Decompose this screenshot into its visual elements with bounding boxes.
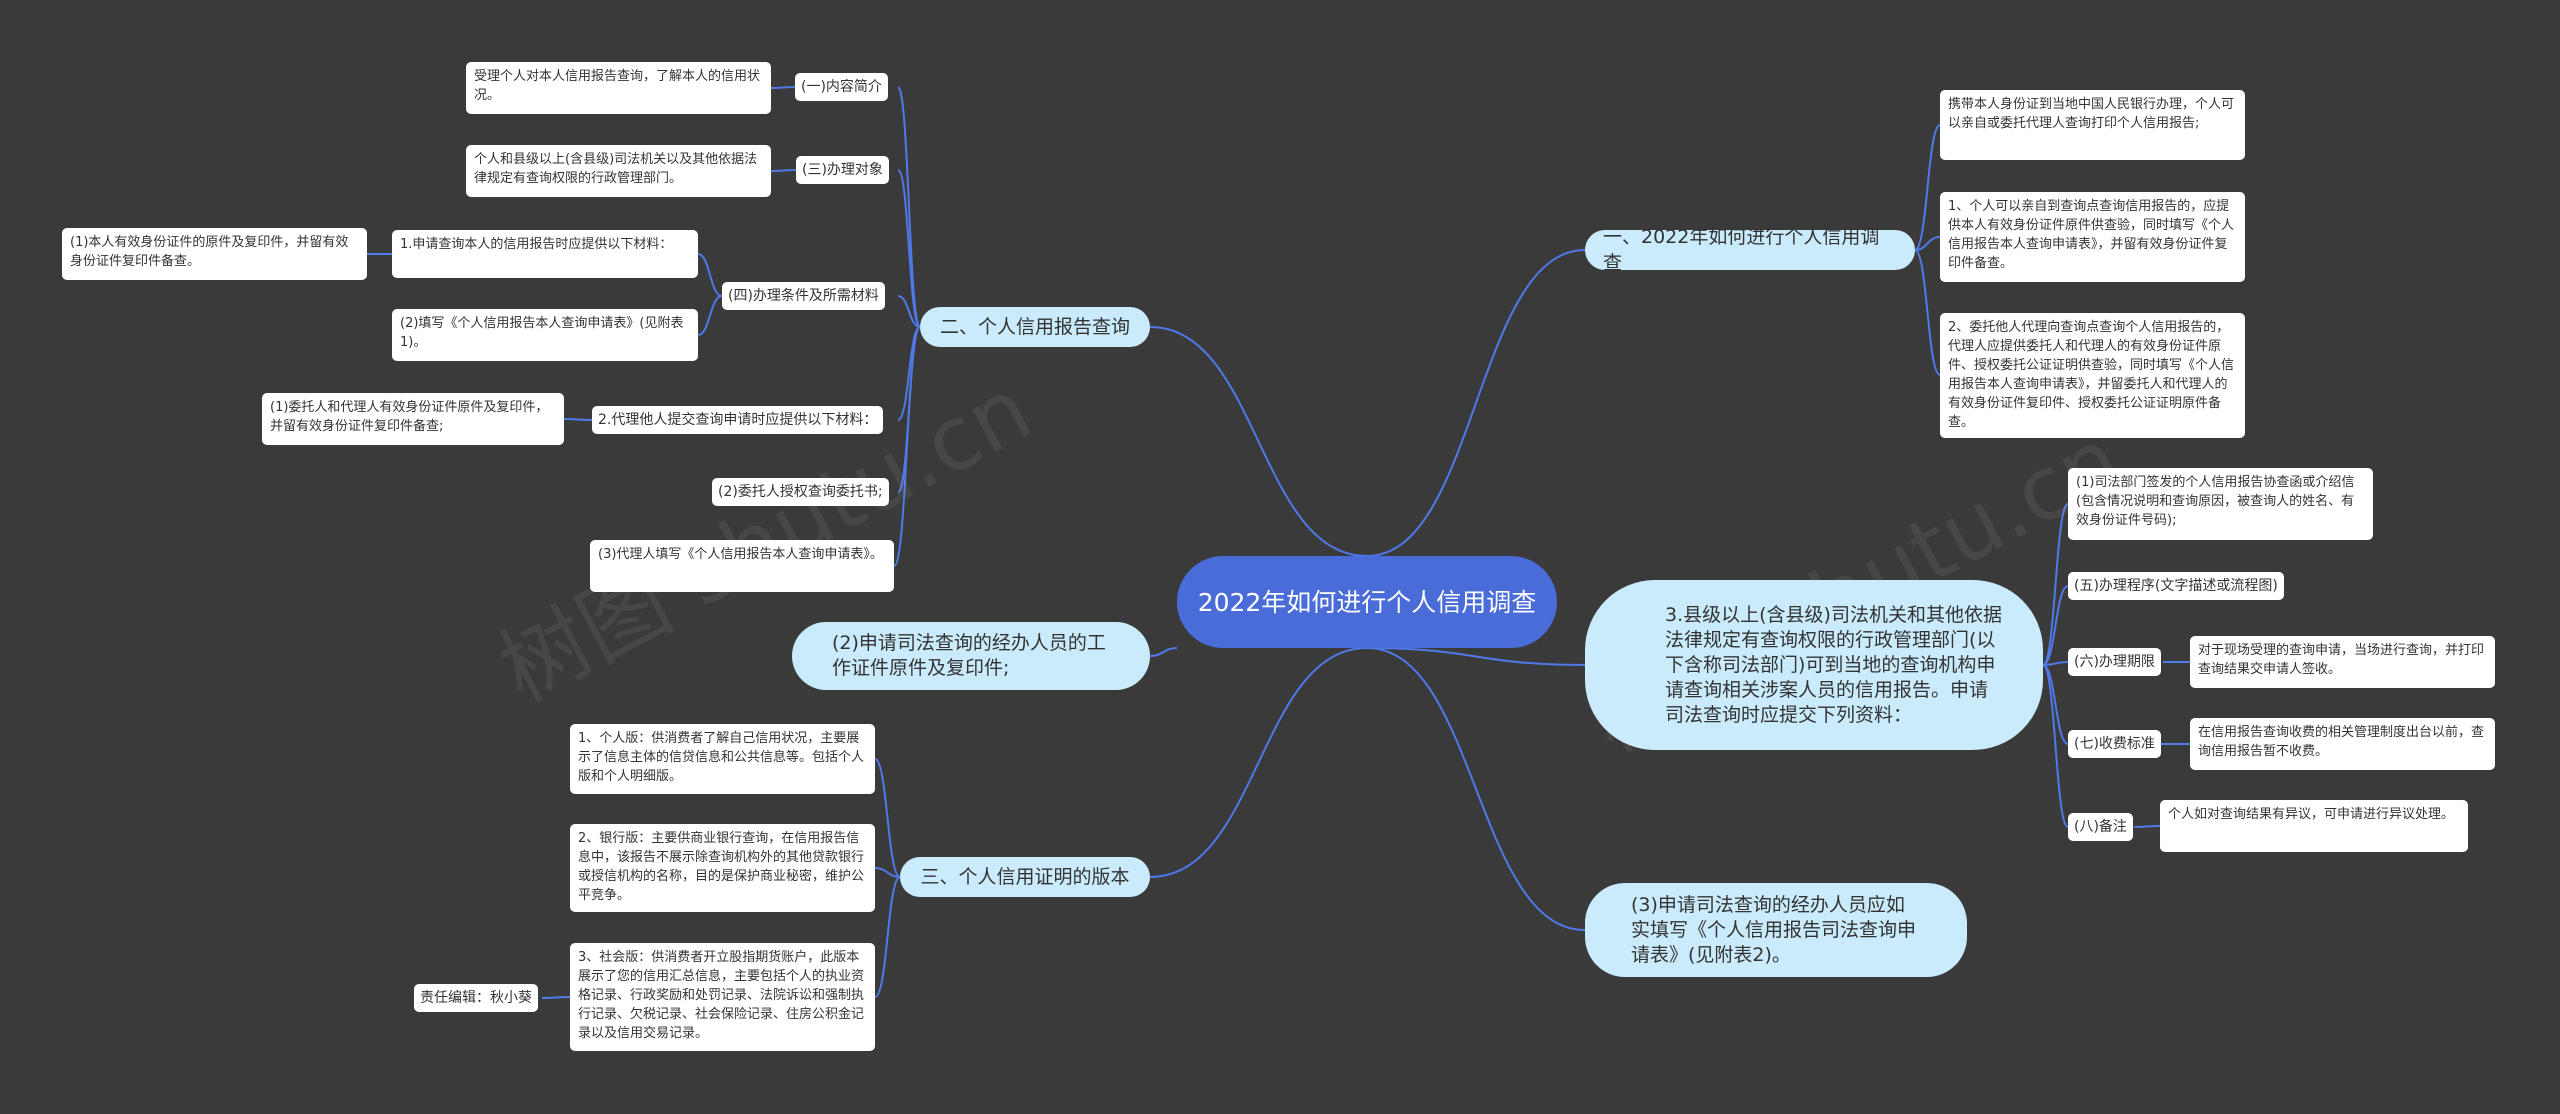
- branch-label: (2)申请司法查询的经办人员的工作证件原件及复印件;: [832, 632, 1106, 679]
- connector-line: [697, 253, 723, 297]
- connector-line: [2133, 825, 2161, 828]
- connector-line: [770, 169, 797, 172]
- leaf-card[interactable]: 1、个人版：供消费者了解自己信用状况，主要展示了信息主体的信贷信息和公共信息等。…: [570, 724, 875, 794]
- leaf-card[interactable]: (1)本人有效身份证件的原件及复印件，并留有效身份证件复印件备查。: [62, 228, 367, 280]
- connector-line: [541, 996, 571, 999]
- branch-left-1[interactable]: 二、个人信用报告查询: [920, 307, 1150, 347]
- connector-line: [893, 326, 921, 567]
- connector-line: [2042, 664, 2069, 745]
- connector-line: [2042, 664, 2069, 828]
- connector-line: [697, 295, 723, 336]
- sub-label[interactable]: (四)办理条件及所需材料: [722, 282, 885, 310]
- connector-line: [1149, 647, 1178, 657]
- leaf-card[interactable]: (2)填写《个人信用报告本人查询申请表》(见附表1)。: [392, 309, 698, 361]
- sub-label[interactable]: (五)办理程序(文字描述或流程图): [2068, 572, 2284, 600]
- connector-line: [1366, 647, 1586, 931]
- connector-line: [1366, 249, 1586, 557]
- connector-line: [1149, 326, 1368, 557]
- leaf-card[interactable]: 个人如对查询结果有异议，可申请进行异议处理。: [2160, 800, 2468, 852]
- leaf-card[interactable]: (1)司法部门签发的个人信用报告协查函或介绍信(包含情况说明和查询原因，被查询人…: [2068, 468, 2373, 540]
- leaf-card[interactable]: 个人和县级以上(含县级)司法机关以及其他依据法律规定有查询权限的行政管理部门。: [466, 145, 771, 197]
- branch-left-3[interactable]: 三、个人信用证明的版本: [900, 857, 1150, 897]
- connector-line: [874, 758, 901, 878]
- connector-line: [1914, 236, 1941, 251]
- leaf-card[interactable]: 携带本人身份证到当地中国人民银行办理，个人可以亲自或委托代理人查询打印个人信用报…: [1940, 90, 2245, 160]
- sub-label[interactable]: (六)办理期限: [2068, 648, 2161, 676]
- connector-line: [2042, 661, 2069, 666]
- leaf-card[interactable]: (1)委托人和代理人有效身份证件原件及复印件，并留有效身份证件复印件备查;: [262, 393, 564, 445]
- leaf-card[interactable]: 2、委托他人代理向查询点查询个人信用报告的，代理人应提供委托人和代理人的有效身份…: [1940, 313, 2245, 438]
- leaf-card[interactable]: (3)代理人填写《个人信用报告本人查询申请表》。: [590, 540, 894, 592]
- branch-label: 三、个人信用证明的版本: [920, 866, 1130, 888]
- connector-line: [563, 418, 593, 421]
- branch-label: (3)申请司法查询的经办人员应如实填写《个人信用报告司法查询申请表》(见附表2)…: [1631, 893, 1917, 966]
- sub-label[interactable]: (一)内容简介: [795, 73, 888, 101]
- connector-line: [1914, 124, 1941, 251]
- leaf-card[interactable]: 3、社会版：供消费者开立股指期货账户，此版本展示了您的信用汇总信息，主要包括个人…: [570, 943, 875, 1051]
- branch-label: 3.县级以上(含县级)司法机关和其他依据法律规定有查询权限的行政管理部门(以下含…: [1665, 603, 2002, 726]
- branch-right-2[interactable]: 3.县级以上(含县级)司法机关和其他依据法律规定有查询权限的行政管理部门(以下含…: [1585, 580, 2043, 750]
- leaf-card[interactable]: 对于现场受理的查询申请，当场进行查询，并打印查询结果交申请人签收。: [2190, 636, 2495, 688]
- connector-line: [897, 169, 921, 328]
- leaf-card[interactable]: 1.申请查询本人的信用报告时应提供以下材料：: [392, 230, 698, 278]
- connector-line: [897, 295, 921, 328]
- branch-left-2[interactable]: (2)申请司法查询的经办人员的工作证件原件及复印件;: [792, 622, 1150, 690]
- sub-label[interactable]: (三)办理对象: [796, 156, 889, 184]
- connector-line: [874, 867, 901, 878]
- branch-label: 二、个人信用报告查询: [939, 316, 1130, 338]
- sub-label[interactable]: (八)备注: [2068, 813, 2133, 841]
- connector-line: [770, 86, 796, 89]
- branch-label: 一、2022年如何进行个人信用调查: [1603, 226, 1880, 274]
- leaf-card[interactable]: 受理个人对本人信用报告查询，了解本人的信用状况。: [466, 62, 771, 114]
- root-topic[interactable]: 2022年如何进行个人信用调查: [1177, 556, 1557, 648]
- connector-line: [2042, 585, 2069, 666]
- connector-line: [897, 86, 921, 328]
- connector-line: [1914, 249, 1941, 376]
- root-topic-label: 2022年如何进行个人信用调查: [1197, 587, 1537, 617]
- sub-label[interactable]: (2)委托人授权查询委托书;: [712, 478, 889, 506]
- editor-credit: 责任编辑：秋小葵: [414, 984, 538, 1012]
- connector-line: [874, 876, 901, 998]
- connector-line: [1366, 647, 1586, 666]
- sub-label[interactable]: 2.代理他人提交查询申请时应提供以下材料：: [592, 406, 884, 434]
- leaf-card[interactable]: 1、个人可以亲自到查询点查询信用报告的，应提供本人有效身份证件原件供查验，同时填…: [1940, 192, 2245, 282]
- sub-label[interactable]: (七)收费标准: [2068, 730, 2161, 758]
- leaf-card[interactable]: 在信用报告查询收费的相关管理制度出台以前，查询信用报告暂不收费。: [2190, 718, 2495, 770]
- branch-right-1[interactable]: 一、2022年如何进行个人信用调查: [1585, 226, 1915, 274]
- branch-right-3[interactable]: (3)申请司法查询的经办人员应如实填写《个人信用报告司法查询申请表》(见附表2)…: [1585, 883, 1967, 977]
- leaf-card[interactable]: 2、银行版：主要供商业银行查询，在信用报告信息中，该报告不展示除查询机构外的其他…: [570, 824, 875, 912]
- connector-line: [1149, 647, 1368, 878]
- connector-line: [2042, 503, 2069, 666]
